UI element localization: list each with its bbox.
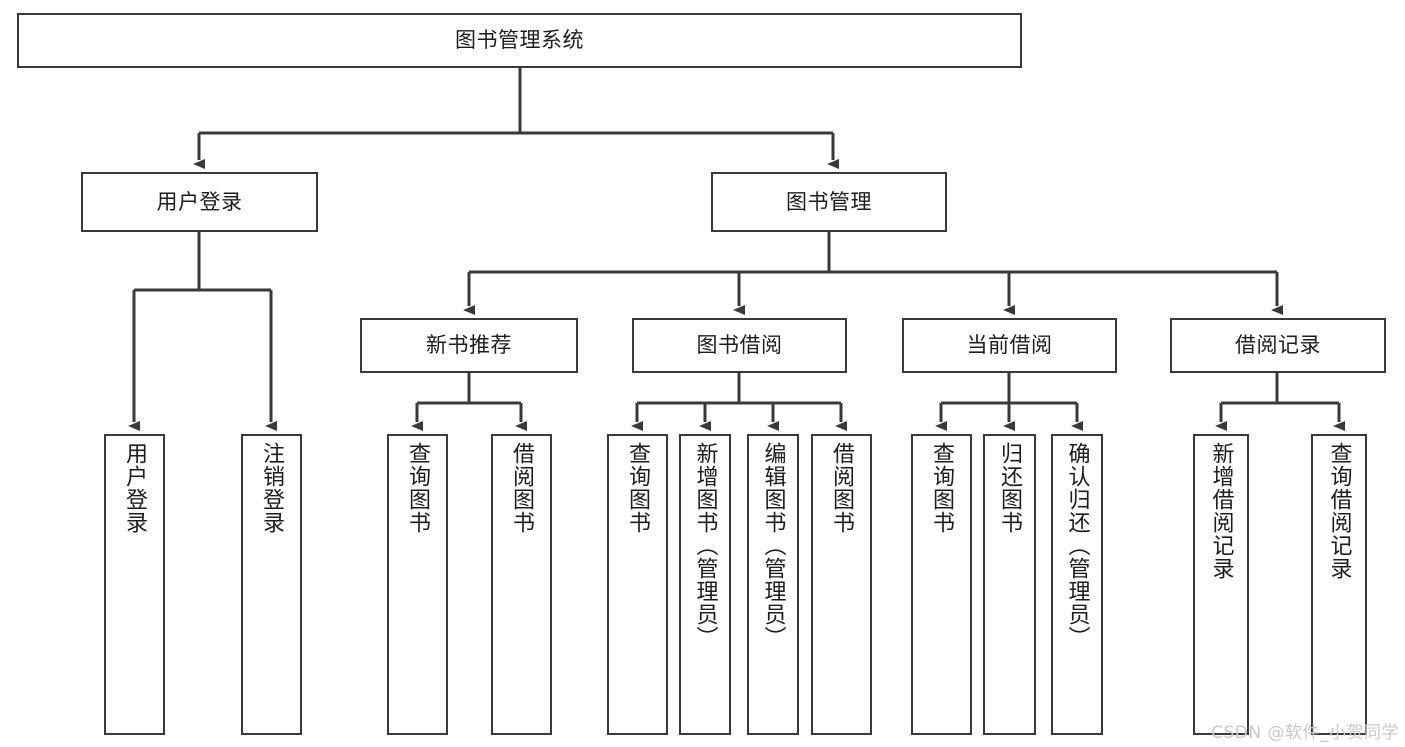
node-label: 新增图书（管理员） xyxy=(692,442,718,649)
leaf-add-borrow-record[interactable]: 新增借阅记录 xyxy=(1193,434,1249,735)
leaf-add-book[interactable]: 新增图书（管理员） xyxy=(679,434,731,735)
leaf-query-book-3[interactable]: 查询图书 xyxy=(911,434,972,735)
node-book-manage[interactable]: 图书管理 xyxy=(711,172,947,232)
leaf-query-book-2[interactable]: 查询图书 xyxy=(607,434,668,735)
node-user-login[interactable]: 用户登录 xyxy=(81,172,318,232)
leaf-confirm-return[interactable]: 确认归还（管理员） xyxy=(1051,434,1103,735)
node-label: 当前借阅 xyxy=(966,333,1053,358)
node-label: 图书管理系统 xyxy=(455,28,584,53)
node-label: 归还图书 xyxy=(997,442,1023,534)
node-label: 编辑图书（管理员） xyxy=(760,442,786,649)
leaf-logout-login[interactable]: 注销登录 xyxy=(241,434,302,735)
node-label: 查询图书 xyxy=(625,442,651,534)
node-current-borrow[interactable]: 当前借阅 xyxy=(902,318,1117,373)
leaf-borrow-book-1[interactable]: 借阅图书 xyxy=(491,434,552,735)
node-borrow-record[interactable]: 借阅记录 xyxy=(1170,318,1386,373)
node-label: 图书管理 xyxy=(786,189,872,214)
watermark-csdn: CSDN @软件_小贺同学 xyxy=(1211,723,1399,743)
node-label: 借阅图书 xyxy=(829,442,855,534)
node-label: 借阅图书 xyxy=(509,442,535,534)
node-label: 查询借阅记录 xyxy=(1326,442,1352,580)
node-root-book-management-system[interactable]: 图书管理系统 xyxy=(17,13,1022,68)
node-label: 借阅记录 xyxy=(1235,333,1321,358)
node-label: 用户登录 xyxy=(122,442,148,534)
node-label: 图书借阅 xyxy=(696,333,783,358)
node-label: 注销登录 xyxy=(259,442,285,534)
node-label: 查询图书 xyxy=(929,442,955,534)
node-label: 用户登录 xyxy=(156,189,243,214)
leaf-query-book-1[interactable]: 查询图书 xyxy=(387,434,448,735)
leaf-edit-book[interactable]: 编辑图书（管理员） xyxy=(747,434,799,735)
leaf-borrow-book-2[interactable]: 借阅图书 xyxy=(811,434,872,735)
node-label: 新增借阅记录 xyxy=(1208,442,1234,580)
node-label: 查询图书 xyxy=(405,442,431,534)
node-label: 确认归还（管理员） xyxy=(1064,442,1090,649)
leaf-user-login[interactable]: 用户登录 xyxy=(104,434,165,735)
node-book-borrow[interactable]: 图书借阅 xyxy=(632,318,847,373)
node-new-book-recommend[interactable]: 新书推荐 xyxy=(360,318,578,373)
leaf-return-book[interactable]: 归还图书 xyxy=(983,434,1036,735)
leaf-query-borrow-record[interactable]: 查询借阅记录 xyxy=(1311,434,1367,735)
node-label: 新书推荐 xyxy=(426,333,512,358)
